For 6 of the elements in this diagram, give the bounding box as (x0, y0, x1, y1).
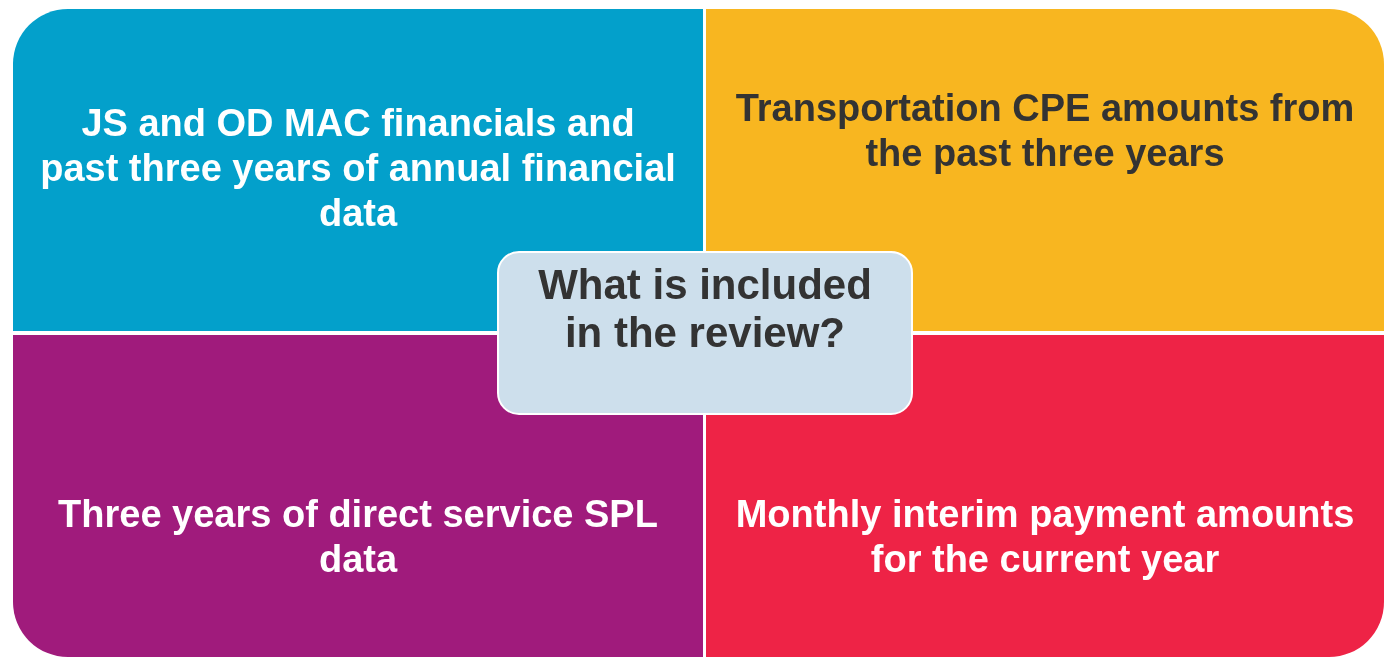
panel-text: Transportation CPE amounts from the past three years (735, 86, 1355, 176)
panel-text: Three years of direct service SPL data (57, 492, 659, 582)
center-box (497, 251, 913, 415)
panel-text: What is included in the review? (537, 261, 873, 357)
panel-text: Monthly interim payment amounts for the current year (734, 492, 1356, 582)
panel-text: JS and OD MAC financials and past three years of annual financial data (39, 101, 677, 236)
